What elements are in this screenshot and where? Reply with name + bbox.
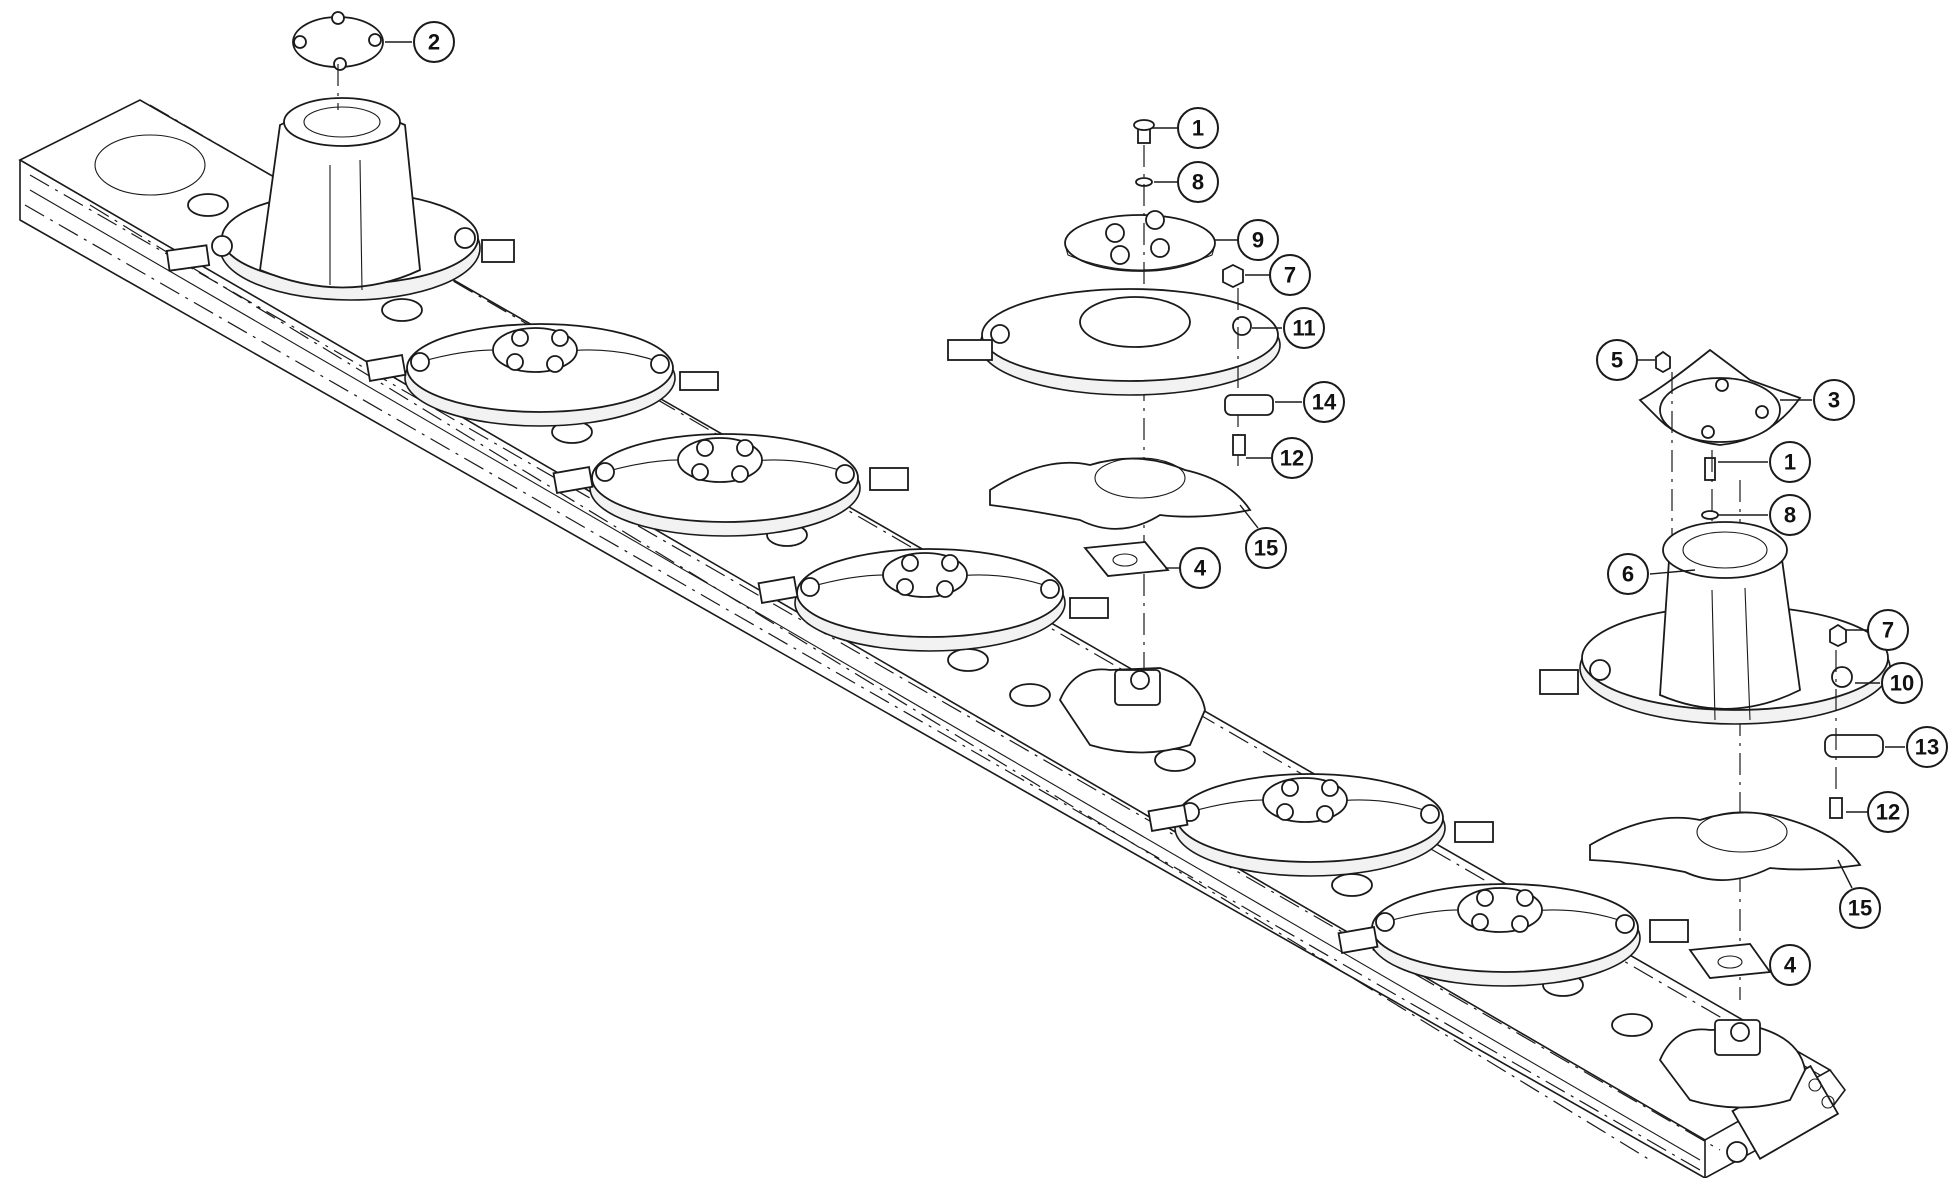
cutter-bar-frame bbox=[18, 99, 1846, 1178]
svg-text:14: 14 bbox=[1312, 390, 1337, 415]
callout-6: 6 bbox=[1607, 553, 1696, 595]
callout-5: 5 bbox=[1596, 339, 1655, 381]
svg-text:13: 13 bbox=[1915, 735, 1939, 760]
svg-text:4: 4 bbox=[1784, 953, 1797, 978]
callout-1-right: 1 bbox=[1718, 441, 1811, 483]
svg-text:8: 8 bbox=[1192, 170, 1204, 195]
callout-12-center: 12 bbox=[1246, 437, 1313, 479]
svg-text:5: 5 bbox=[1611, 348, 1623, 373]
callout-10: 10 bbox=[1855, 662, 1923, 704]
svg-text:6: 6 bbox=[1622, 562, 1634, 587]
svg-text:7: 7 bbox=[1882, 618, 1894, 643]
svg-text:11: 11 bbox=[1292, 316, 1315, 341]
mower-disc-4 bbox=[1147, 773, 1494, 877]
callout-13: 13 bbox=[1885, 726, 1948, 768]
left-drum-assembly bbox=[165, 11, 515, 301]
svg-text:8: 8 bbox=[1784, 503, 1796, 528]
mower-disc-3 bbox=[757, 548, 1109, 652]
mower-disc-2 bbox=[552, 433, 909, 537]
right-drum-assembly bbox=[1539, 348, 1891, 1109]
callout-8-center: 8 bbox=[1154, 161, 1219, 203]
center-exploded-stack bbox=[947, 119, 1281, 754]
mower-disc-1 bbox=[365, 323, 719, 427]
callout-4-right: 4 bbox=[1769, 944, 1811, 986]
callout-1-center: 1 bbox=[1152, 107, 1219, 149]
mower-disc-5 bbox=[1337, 883, 1689, 987]
bar-holes bbox=[187, 193, 1653, 1037]
svg-text:7: 7 bbox=[1284, 263, 1296, 288]
callout-2: 2 bbox=[385, 21, 455, 63]
svg-text:1: 1 bbox=[1784, 450, 1796, 475]
callout-9: 9 bbox=[1215, 219, 1279, 261]
svg-text:2: 2 bbox=[428, 30, 440, 55]
svg-text:10: 10 bbox=[1890, 671, 1914, 696]
callout-3: 3 bbox=[1780, 379, 1855, 421]
callout-14: 14 bbox=[1275, 381, 1345, 423]
svg-text:9: 9 bbox=[1252, 228, 1264, 253]
callout-11: 11 bbox=[1252, 307, 1325, 349]
svg-text:12: 12 bbox=[1280, 446, 1304, 471]
svg-text:15: 15 bbox=[1848, 896, 1872, 921]
callout-7-center: 7 bbox=[1245, 254, 1311, 296]
svg-text:1: 1 bbox=[1192, 116, 1204, 141]
callout-15-right: 15 bbox=[1837, 859, 1881, 929]
callout-8-right: 8 bbox=[1718, 494, 1811, 536]
callout-12-right: 12 bbox=[1846, 791, 1909, 833]
callout-7-right: 7 bbox=[1846, 609, 1909, 651]
callouts: 2 1 8 9 7 11 14 bbox=[385, 21, 1948, 986]
svg-text:12: 12 bbox=[1876, 800, 1900, 825]
svg-text:4: 4 bbox=[1194, 556, 1207, 581]
callout-4-center: 4 bbox=[1165, 547, 1221, 589]
svg-text:3: 3 bbox=[1828, 388, 1840, 413]
svg-text:15: 15 bbox=[1254, 536, 1278, 561]
callout-15-center: 15 bbox=[1239, 504, 1287, 569]
